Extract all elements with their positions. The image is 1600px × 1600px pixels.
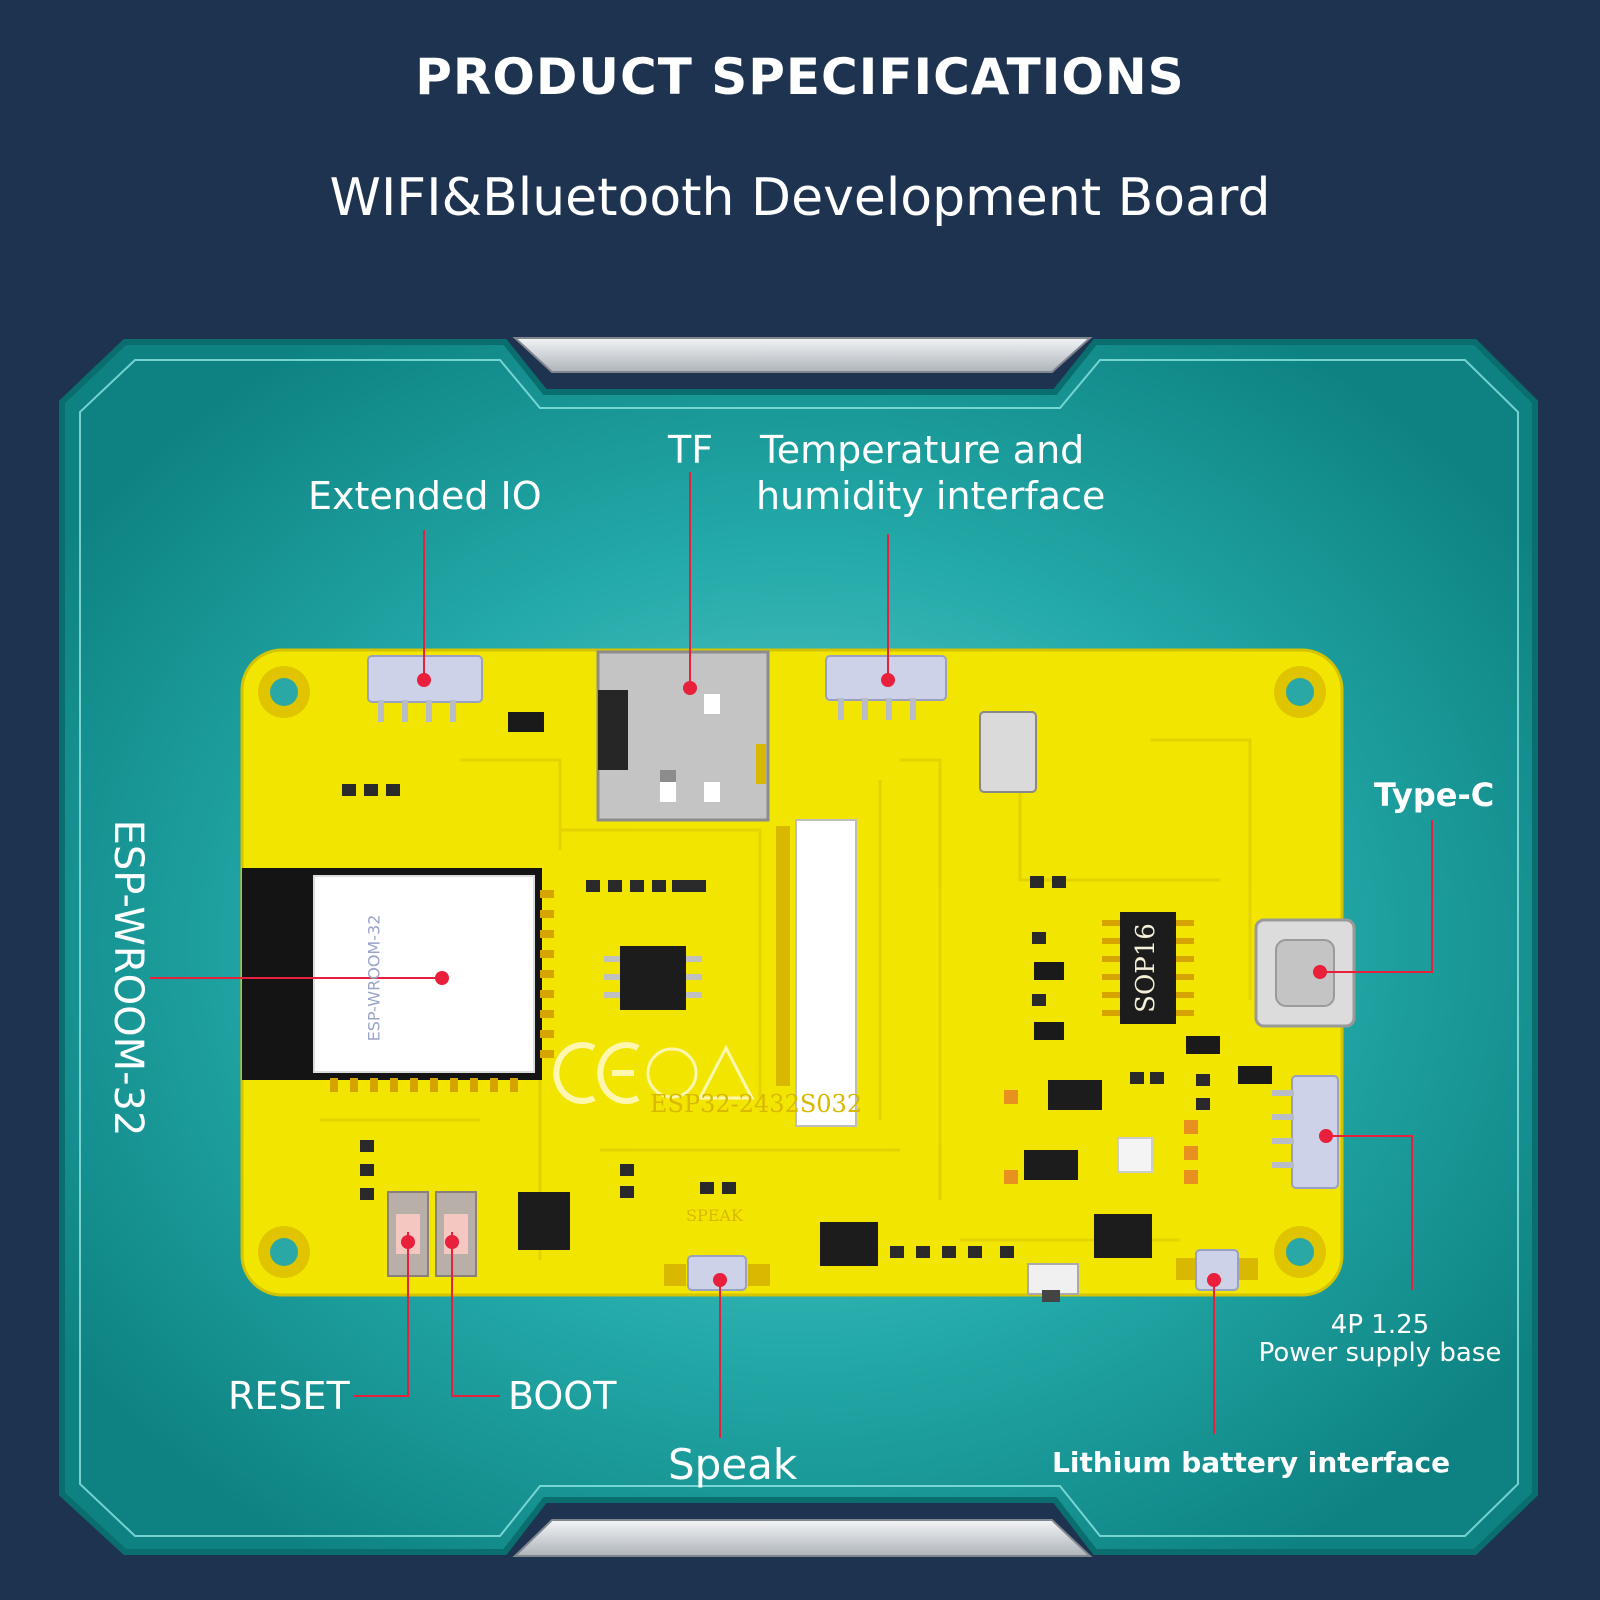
label-power-line2: Power supply base bbox=[1258, 1338, 1502, 1368]
label-extended-io: Extended IO bbox=[308, 474, 542, 518]
label-boot: BOOT bbox=[508, 1374, 617, 1418]
page-title: PRODUCT SPECIFICATIONS bbox=[415, 48, 1185, 106]
label-esp-wroom-32: ESP-WROOM-32 bbox=[105, 819, 151, 1137]
label-lithium-battery: Lithium battery interface bbox=[1052, 1446, 1451, 1479]
mount-holes bbox=[258, 666, 1326, 1278]
callout-lines bbox=[150, 472, 1433, 1438]
chip-label: ESP-WROOM-32 bbox=[364, 914, 384, 1042]
label-reset: RESET bbox=[228, 1374, 350, 1418]
label-temperature-line1: Temperature and bbox=[760, 428, 1085, 472]
ce-mark bbox=[553, 1042, 755, 1104]
page-subtitle: WIFI&Bluetooth Development Board bbox=[329, 168, 1271, 228]
label-temperature-line2: humidity interface bbox=[756, 474, 1106, 518]
boot-button bbox=[435, 1191, 477, 1277]
controller-chip bbox=[620, 946, 686, 1010]
speaker-connector bbox=[664, 1255, 770, 1291]
lcd-fpc-connector bbox=[776, 819, 857, 1127]
sop16-chip bbox=[1102, 912, 1194, 1024]
board-model-label: ESP32-2432S032 bbox=[650, 1090, 863, 1118]
power-supply-connector bbox=[1272, 1075, 1339, 1189]
battery-connector bbox=[1176, 1249, 1258, 1291]
usb-serial-chip bbox=[518, 1192, 570, 1250]
speak-silkscreen: SPEAK bbox=[686, 1206, 743, 1225]
callout-dots bbox=[401, 673, 1333, 1287]
type-c-port bbox=[1254, 918, 1356, 1028]
label-type-c: Type-C bbox=[1374, 776, 1495, 814]
panel-top-tab bbox=[512, 337, 1093, 373]
label-power-line1: 4P 1.25 bbox=[1330, 1310, 1430, 1340]
tf-card-slot bbox=[596, 650, 770, 822]
label-speak: Speak bbox=[668, 1440, 798, 1489]
panel-bottom-tab bbox=[512, 1519, 1093, 1557]
esp-wroom-32-module bbox=[242, 868, 554, 1092]
label-tf: TF bbox=[668, 428, 714, 472]
ic-label: SOP16 bbox=[1131, 923, 1161, 1013]
